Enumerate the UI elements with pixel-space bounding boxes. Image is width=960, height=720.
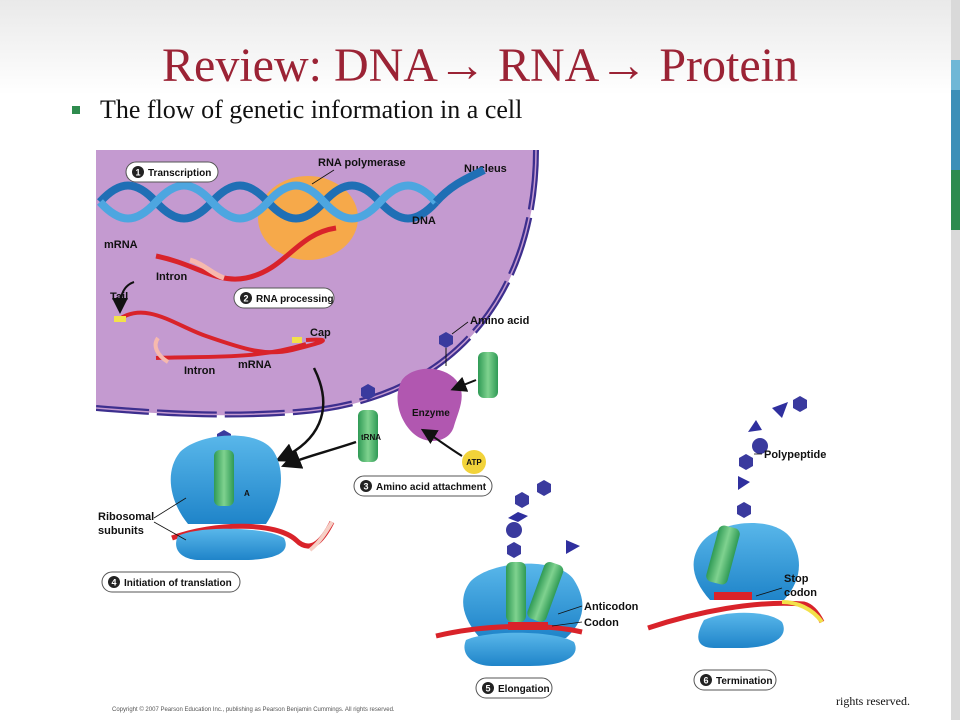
step-amino-acid-attachment: 3 Amino acid attachment (353, 475, 493, 497)
dna-label: DNA (412, 215, 436, 227)
atp-badge (462, 450, 486, 474)
charged-trna (358, 410, 378, 462)
step-4-label: Initiation of translation (124, 578, 232, 589)
processing-arrow (112, 281, 135, 314)
step-3-number: 3 (363, 482, 368, 492)
step-6-number: 6 (703, 676, 708, 686)
termination-trna (706, 525, 740, 585)
polypeptide-aa-1 (793, 396, 807, 412)
polypeptide-aa-5 (739, 454, 753, 470)
initiation-trna (214, 450, 234, 506)
small-subunit-initiation (176, 528, 286, 560)
small-subunit-termination (698, 612, 784, 648)
step-initiation: 4 Initiation of translation (101, 571, 241, 593)
polypeptide-label: Polypeptide (764, 449, 826, 461)
intron-label-2: Intron (184, 365, 215, 377)
step-1-number: 1 (135, 168, 140, 178)
elongation-incoming-aa (566, 540, 580, 554)
polypeptide-aa-3 (748, 420, 762, 432)
rna-polymerase-pointer (311, 169, 335, 185)
rna-polymerase-label: RNA polymerase (318, 157, 406, 169)
poly-a-tail (114, 316, 126, 322)
rights-reserved-text: rights reserved. (836, 694, 910, 708)
free-trna (478, 352, 498, 398)
intron-segment (189, 257, 225, 281)
polypeptide-aa-4 (752, 438, 768, 454)
protein-synthesis-diagram: Nucleus RNA polymerase DNA mRNA Intron 1… (96, 150, 826, 699)
codon-pointer (551, 621, 583, 627)
termination-mrna-tail (781, 600, 824, 624)
initiation-mrna-tail (308, 520, 334, 552)
bullet-item: The flow of genetic information in a cel… (72, 92, 522, 128)
elongation-trna-p (506, 562, 526, 622)
bullet-marker (72, 106, 80, 114)
site-a-label: A (244, 489, 250, 498)
ribosomal-subunits-label-2: subunits (98, 525, 144, 537)
step-4-number: 4 (111, 578, 116, 588)
step-3-label: Amino acid attachment (376, 482, 487, 493)
enzyme-label: Enzyme (412, 408, 450, 419)
processed-mrna (116, 310, 325, 355)
copyright-notice: Copyright © 2007 Pearson Education Inc.,… (112, 707, 395, 713)
step-1-label: Transcription (148, 168, 211, 179)
ribosomal-pointer-1 (153, 497, 187, 519)
step-elongation: 5 Elongation (475, 677, 553, 699)
ribosomal-pointer-2 (153, 521, 187, 541)
step-2-label: RNA processing (256, 294, 333, 305)
bullet-text: The flow of genetic information in a cel… (100, 95, 523, 124)
five-prime-cap (292, 337, 302, 343)
step-termination: 6 Termination (693, 669, 777, 691)
enzyme-shape (397, 368, 462, 441)
elongation-amino-acid-3 (508, 512, 528, 522)
trna-label: tRNA (361, 433, 381, 442)
mrna-label-2: mRNA (238, 359, 272, 371)
step-5-label: Elongation (498, 684, 550, 695)
codon-block (508, 622, 548, 630)
amino-acid-hexagon (439, 332, 453, 348)
stop-codon-label-1: Stop (784, 573, 809, 585)
elongation-amino-acid-5 (507, 542, 521, 558)
dna-helix (97, 166, 486, 223)
elongation-amino-acid-1 (537, 480, 551, 496)
step-transcription: 1 Transcription (125, 161, 219, 183)
small-subunit-elongation (464, 632, 576, 666)
amino-acid-pointer (451, 321, 469, 335)
ribosomal-subunits-label-1: Ribosomal (98, 511, 154, 523)
cap-label: Cap (310, 327, 331, 339)
free-trna-arrow (450, 376, 477, 392)
step-5-number: 5 (485, 684, 490, 694)
stop-codon-block (714, 592, 752, 600)
tail-label: Tail (110, 291, 128, 303)
decorative-side-bar (951, 0, 960, 720)
codon-label: Codon (584, 617, 619, 629)
step-2-number: 2 (243, 294, 248, 304)
mrna-transcript (155, 225, 337, 282)
step-rna-processing: 2 RNA processing (233, 287, 335, 309)
elongation-trna-a (527, 561, 564, 622)
mrna-label-1: mRNA (104, 239, 138, 251)
stop-codon-label-2: codon (784, 587, 817, 599)
atp-arrow (420, 428, 463, 457)
processed-mrna-2 (155, 342, 307, 360)
step-6-label: Termination (716, 676, 772, 687)
polypeptide-aa-2 (772, 402, 788, 418)
trna-to-ribosome-arrow (281, 440, 357, 469)
atp-label: ATP (466, 458, 482, 467)
anticodon-pointer (557, 605, 583, 615)
polypeptide-aa-6 (738, 476, 750, 490)
excised-intron (153, 336, 170, 364)
amino-acid-label: Amino acid (470, 315, 529, 327)
intron-label-1: Intron (156, 271, 187, 283)
trna-amino-acid (361, 384, 375, 400)
elongation-amino-acid-4 (506, 522, 522, 538)
polypeptide-aa-7 (737, 502, 751, 518)
elongation-amino-acid-2 (515, 492, 529, 508)
stop-codon-pointer (755, 587, 783, 597)
slide-title: Review: DNA→ RNA→ Protein (162, 39, 798, 92)
anticodon-label: Anticodon (584, 601, 639, 613)
